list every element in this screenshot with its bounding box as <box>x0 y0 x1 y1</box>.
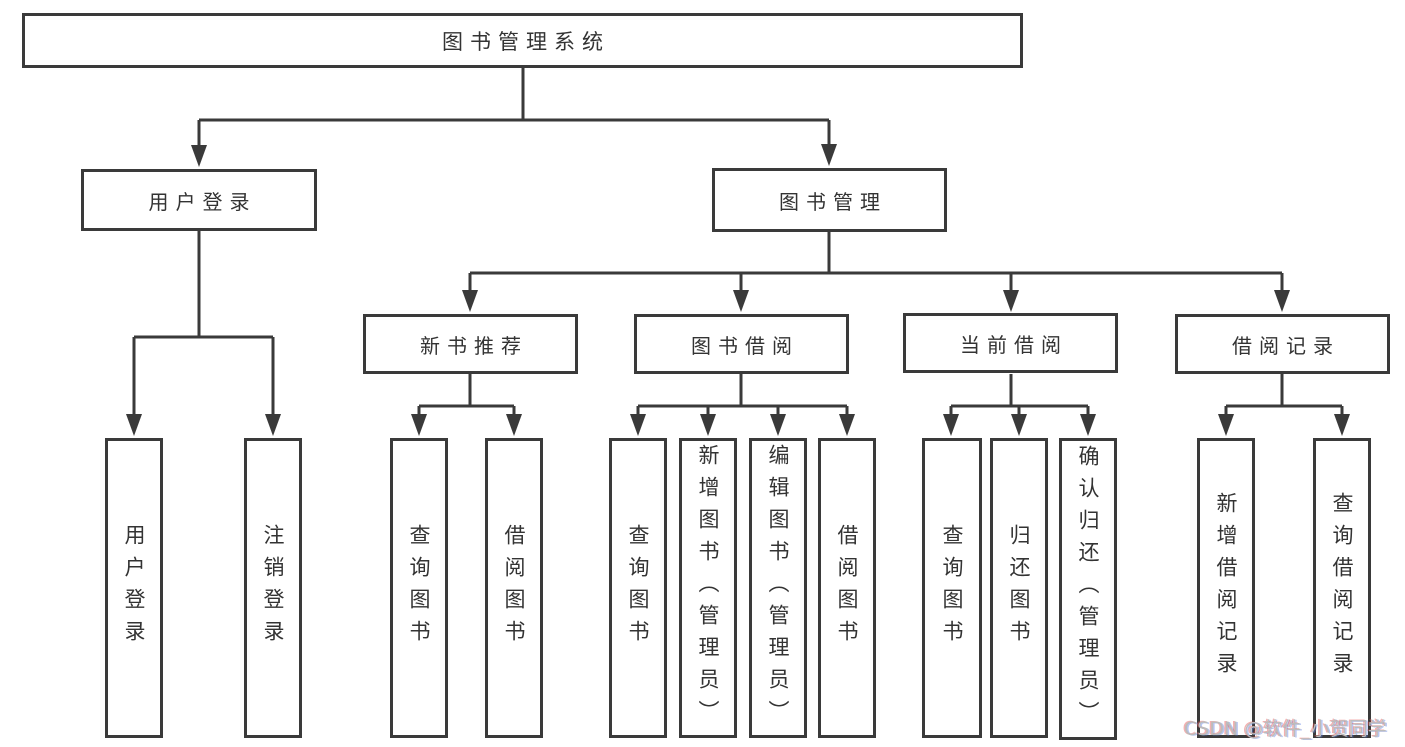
leaf-query-books-borrow: 查询图书 <box>609 438 667 738</box>
arrow-icon <box>1080 414 1096 436</box>
leaf-query-books-recommend: 查询图书 <box>390 438 448 738</box>
arrow-icon <box>191 145 207 167</box>
node-library-system: 图书管理系统 <box>22 13 1023 68</box>
leaf-return-books: 归还图书 <box>990 438 1048 738</box>
leaf-borrow-books-recommend: 借阅图书 <box>485 438 543 738</box>
node-label: 图书借阅 <box>691 333 799 358</box>
node-user-login: 用户登录 <box>81 169 317 231</box>
leaf-label: 新增图书（管理员） <box>696 444 720 732</box>
node-new-book-recommend: 新书推荐 <box>363 314 578 374</box>
leaf-logout: 注销登录 <box>244 438 302 738</box>
arrow-icon <box>770 414 786 436</box>
arrow-icon <box>1011 414 1027 436</box>
arrow-icon <box>1274 290 1290 312</box>
leaf-label: 查询图书 <box>940 524 964 652</box>
arrow-icon <box>733 290 749 312</box>
node-book-management: 图书管理 <box>712 168 947 232</box>
leaf-query-borrow-record: 查询借阅记录 <box>1313 438 1371 738</box>
arrow-icon <box>943 414 959 436</box>
arrow-icon <box>1003 290 1019 312</box>
leaf-label: 用户登录 <box>122 524 146 652</box>
leaf-label: 新增借阅记录 <box>1214 492 1238 684</box>
leaf-label: 查询图书 <box>626 524 650 652</box>
node-label: 新书推荐 <box>420 333 528 358</box>
leaf-label: 查询借阅记录 <box>1330 492 1354 684</box>
leaf-borrow-books: 借阅图书 <box>818 438 876 738</box>
node-label: 图书管理系统 <box>442 29 610 54</box>
node-label: 借阅记录 <box>1232 333 1340 358</box>
leaf-add-book-admin: 新增图书（管理员） <box>679 438 737 738</box>
node-borrow-records: 借阅记录 <box>1175 314 1390 374</box>
leaf-label: 确认归还（管理员） <box>1076 445 1100 733</box>
leaf-edit-book-admin: 编辑图书（管理员） <box>749 438 807 738</box>
leaf-label: 借阅图书 <box>835 524 859 652</box>
arrow-icon <box>265 414 281 436</box>
leaf-query-books-current: 查询图书 <box>922 438 982 738</box>
node-label: 用户登录 <box>148 189 257 214</box>
leaf-label: 查询图书 <box>407 524 431 652</box>
arrow-icon <box>462 290 478 312</box>
leaf-label: 归还图书 <box>1007 524 1031 652</box>
arrow-icon <box>1218 414 1234 436</box>
arrow-icon <box>839 414 855 436</box>
arrow-icon <box>126 414 142 436</box>
leaf-label: 借阅图书 <box>502 524 526 652</box>
leaf-user-login: 用户登录 <box>105 438 163 738</box>
node-label: 当前借阅 <box>960 332 1068 357</box>
arrow-icon <box>630 414 646 436</box>
node-current-borrow: 当前借阅 <box>903 313 1118 373</box>
arrow-icon <box>1334 414 1350 436</box>
arrow-icon <box>506 414 522 436</box>
node-label: 图书管理 <box>779 189 887 214</box>
leaf-confirm-return-admin: 确认归还（管理员） <box>1059 438 1117 740</box>
arrow-icon <box>821 144 837 166</box>
arrow-icon <box>700 414 716 436</box>
leaf-add-borrow-record: 新增借阅记录 <box>1197 438 1255 738</box>
leaf-label: 编辑图书（管理员） <box>766 444 790 732</box>
leaf-label: 注销登录 <box>261 524 285 652</box>
node-book-borrow: 图书借阅 <box>634 314 849 374</box>
arrow-icon <box>411 414 427 436</box>
csdn-watermark: CSDN @软件_小贺同学 <box>1184 718 1387 740</box>
